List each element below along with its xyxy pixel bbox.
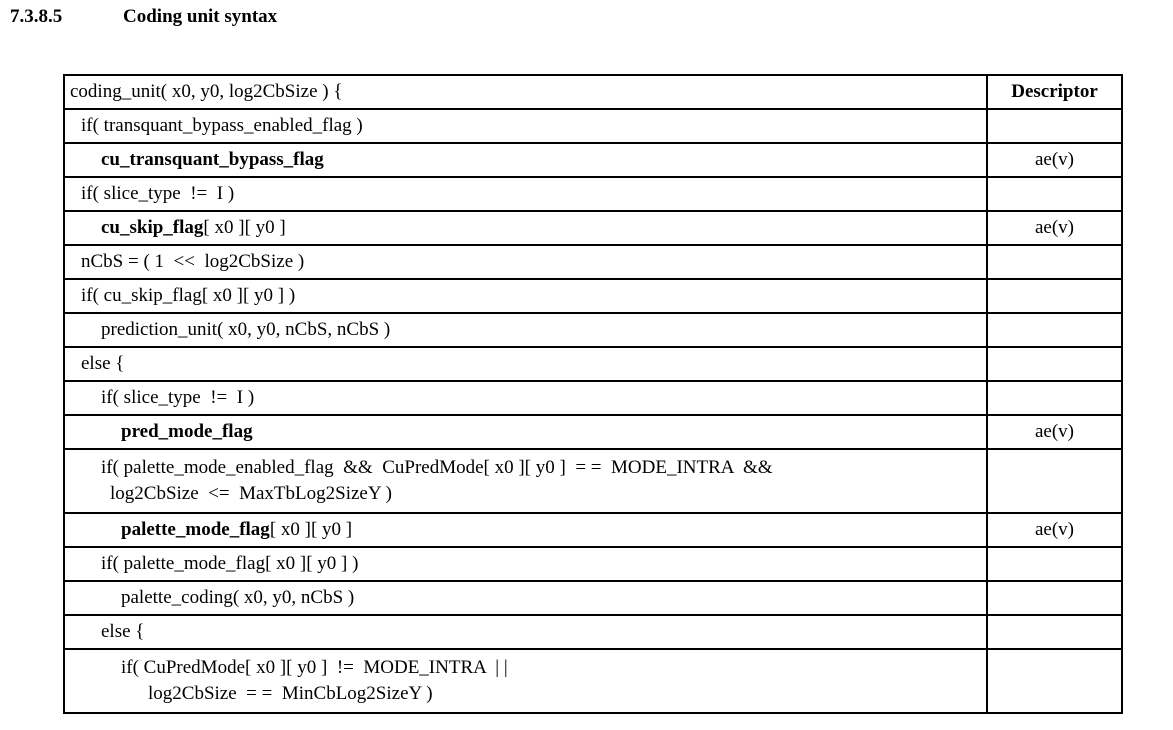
syntax-code-cell: palette_coding( x0, y0, nCbS ): [65, 582, 988, 614]
syntax-code-cell: nCbS = ( 1 << log2CbSize ): [65, 246, 988, 278]
syntax-line: else {: [65, 619, 980, 645]
syntax-table-row: if( transquant_bypass_enabled_flag ): [65, 110, 1121, 144]
syntax-text: if( slice_type != I ): [81, 183, 235, 204]
syntax-text: palette_coding( x0, y0, nCbS ): [121, 587, 355, 608]
descriptor-cell: [988, 616, 1121, 648]
syntax-table-row: else {: [65, 616, 1121, 650]
syntax-line: coding_unit( x0, y0, log2CbSize ) {: [65, 79, 980, 105]
descriptor-cell: [988, 582, 1121, 614]
syntax-text: prediction_unit( x0, y0, nCbS, nCbS ): [101, 319, 391, 340]
syntax-table-row: cu_skip_flag[ x0 ][ y0 ] ae(v): [65, 212, 1121, 246]
syntax-code-cell: if( slice_type != I ): [65, 382, 988, 414]
syntax-line: if( palette_mode_flag[ x0 ][ y0 ] ): [65, 551, 980, 577]
syntax-code-cell: cu_skip_flag[ x0 ][ y0 ]: [65, 212, 988, 244]
syntax-code-cell: pred_mode_flag: [65, 416, 988, 448]
descriptor-cell: [988, 382, 1121, 414]
descriptor-cell: ae(v): [1034, 217, 1075, 238]
syntax-text: nCbS = ( 1 << log2CbSize ): [81, 251, 305, 272]
descriptor-cell: ae(v): [1034, 149, 1075, 170]
descriptor-cell: [988, 548, 1121, 580]
syntax-code-cell: else {: [65, 616, 988, 648]
syntax-table-row: if( slice_type != I ): [65, 178, 1121, 212]
syntax-line: pred_mode_flag: [65, 419, 980, 445]
syntax-text: if( CuPredMode[ x0 ][ y0 ] != MODE_INTRA…: [121, 657, 508, 678]
syntax-code-cell: else {: [65, 348, 988, 380]
syntax-text: else {: [101, 621, 145, 642]
syntax-table-row: cu_transquant_bypass_flag ae(v): [65, 144, 1121, 178]
syntax-line: else {: [65, 351, 980, 377]
syntax-table-row: if( palette_mode_enabled_flag && CuPredM…: [65, 450, 1121, 514]
syntax-element-name: cu_transquant_bypass_flag: [101, 149, 324, 170]
syntax-code-cell: cu_transquant_bypass_flag: [65, 144, 988, 176]
syntax-line: cu_transquant_bypass_flag: [65, 147, 980, 173]
syntax-element-name: pred_mode_flag: [121, 421, 253, 442]
syntax-line: log2CbSize = = MinCbLog2SizeY ): [65, 681, 980, 707]
descriptor-cell: ae(v): [1034, 519, 1075, 540]
syntax-line: nCbS = ( 1 << log2CbSize ): [65, 249, 980, 275]
syntax-table-row: if( palette_mode_flag[ x0 ][ y0 ] ): [65, 548, 1121, 582]
syntax-line: if( CuPredMode[ x0 ][ y0 ] != MODE_INTRA…: [65, 655, 980, 681]
syntax-table-row: palette_mode_flag[ x0 ][ y0 ] ae(v): [65, 514, 1121, 548]
syntax-code-cell: if( slice_type != I ): [65, 178, 988, 210]
syntax-table-row: if( CuPredMode[ x0 ][ y0 ] != MODE_INTRA…: [65, 650, 1121, 712]
syntax-text: [ x0 ][ y0 ]: [269, 519, 353, 540]
syntax-table-row: coding_unit( x0, y0, log2CbSize ) { Desc…: [65, 76, 1121, 110]
syntax-line: palette_coding( x0, y0, nCbS ): [65, 585, 980, 611]
syntax-code-cell: if( palette_mode_flag[ x0 ][ y0 ] ): [65, 548, 988, 580]
syntax-code-cell: palette_mode_flag[ x0 ][ y0 ]: [65, 514, 988, 546]
syntax-line: if( slice_type != I ): [65, 385, 980, 411]
syntax-code-cell: if( cu_skip_flag[ x0 ][ y0 ] ): [65, 280, 988, 312]
syntax-line: prediction_unit( x0, y0, nCbS, nCbS ): [65, 317, 980, 343]
syntax-text: [ x0 ][ y0 ]: [203, 217, 286, 238]
syntax-text: if( transquant_bypass_enabled_flag ): [81, 115, 363, 136]
syntax-element-name: palette_mode_flag: [121, 519, 270, 540]
syntax-code-cell: if( CuPredMode[ x0 ][ y0 ] != MODE_INTRA…: [65, 650, 988, 712]
descriptor-cell: Descriptor: [1011, 81, 1098, 102]
syntax-element-name: cu_skip_flag: [101, 217, 204, 238]
syntax-text: if( palette_mode_flag[ x0 ][ y0 ] ): [101, 553, 359, 574]
descriptor-cell: [988, 348, 1121, 380]
descriptor-cell: [988, 450, 1121, 512]
descriptor-cell: [988, 280, 1121, 312]
syntax-text: if( slice_type != I ): [101, 387, 255, 408]
syntax-table-row: else {: [65, 348, 1121, 382]
syntax-line: cu_skip_flag[ x0 ][ y0 ]: [65, 215, 980, 241]
syntax-text: if( cu_skip_flag[ x0 ][ y0 ] ): [81, 285, 296, 306]
syntax-text: log2CbSize = = MinCbLog2SizeY ): [148, 683, 433, 704]
syntax-table-row: nCbS = ( 1 << log2CbSize ): [65, 246, 1121, 280]
syntax-table-row: if( cu_skip_flag[ x0 ][ y0 ] ): [65, 280, 1121, 314]
syntax-table-row: palette_coding( x0, y0, nCbS ): [65, 582, 1121, 616]
section-number: 7.3.8.5: [10, 6, 63, 27]
syntax-line: if( palette_mode_enabled_flag && CuPredM…: [65, 455, 980, 481]
descriptor-cell: ae(v): [1034, 421, 1075, 442]
syntax-table-row: prediction_unit( x0, y0, nCbS, nCbS ): [65, 314, 1121, 348]
descriptor-cell: [988, 178, 1121, 210]
syntax-text: if( palette_mode_enabled_flag && CuPredM…: [101, 457, 773, 478]
syntax-text: else {: [81, 353, 125, 374]
syntax-code-cell: coding_unit( x0, y0, log2CbSize ) {: [65, 76, 988, 108]
syntax-text: log2CbSize <= MaxTbLog2SizeY ): [110, 483, 392, 504]
syntax-line: log2CbSize <= MaxTbLog2SizeY ): [65, 481, 980, 507]
descriptor-cell: [988, 314, 1121, 346]
syntax-code-cell: if( transquant_bypass_enabled_flag ): [65, 110, 988, 142]
descriptor-cell: [988, 110, 1121, 142]
syntax-text: coding_unit( x0, y0, log2CbSize ) {: [70, 81, 343, 102]
coding-unit-syntax-table: coding_unit( x0, y0, log2CbSize ) { Desc…: [63, 74, 1123, 714]
descriptor-cell: [988, 650, 1121, 712]
syntax-line: palette_mode_flag[ x0 ][ y0 ]: [65, 517, 980, 543]
syntax-table-row: if( slice_type != I ): [65, 382, 1121, 416]
syntax-code-cell: prediction_unit( x0, y0, nCbS, nCbS ): [65, 314, 988, 346]
section-title: Coding unit syntax: [123, 6, 278, 27]
syntax-table-row: pred_mode_flag ae(v): [65, 416, 1121, 450]
syntax-line: if( slice_type != I ): [65, 181, 980, 207]
descriptor-cell: [988, 246, 1121, 278]
syntax-line: if( transquant_bypass_enabled_flag ): [65, 113, 980, 139]
syntax-code-cell: if( palette_mode_enabled_flag && CuPredM…: [65, 450, 988, 512]
section-heading: 7.3.8.5 Coding unit syntax: [10, 6, 277, 28]
syntax-line: if( cu_skip_flag[ x0 ][ y0 ] ): [65, 283, 980, 309]
